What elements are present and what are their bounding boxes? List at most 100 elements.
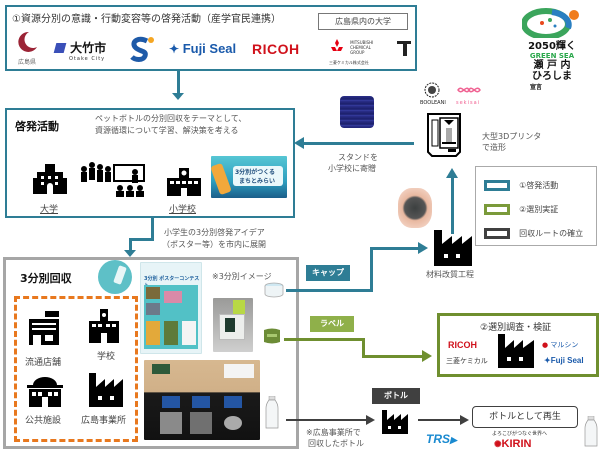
legend-item-collection: 回収ルートの確立 <box>484 223 583 242</box>
booleani-label: BOOLEANI <box>420 100 446 106</box>
store-building-icon <box>29 311 59 345</box>
poster-contest-image: 3分別 ポスターコンテスト <box>140 262 202 354</box>
green-sea-emblem-icon <box>521 8 579 40</box>
arrow-head-right <box>366 415 375 425</box>
label-flow-line-v <box>362 338 365 358</box>
arrow-printer-to-school <box>304 142 414 145</box>
kirin-tagline: よろこびがつなぐ世界へ <box>492 431 548 437</box>
label-tag: ラベル <box>310 316 354 332</box>
university-label-link: 大学 <box>40 205 59 215</box>
university-label: 広島県内の大学 <box>318 13 408 30</box>
sorting-image-note: ※3分別イメージ <box>212 272 272 281</box>
sorting-bin-photo <box>213 298 253 352</box>
cap-tag: キャップ <box>306 265 350 281</box>
trs-logo: TRS▶ <box>426 432 457 446</box>
logo-caption: 広島県 <box>17 59 36 66</box>
booleani-logo-icon <box>424 82 440 98</box>
recycle-as-bottle-box: ボトルとして再生 <box>472 406 578 428</box>
bottle-cap-icon <box>264 282 284 298</box>
arrow-head-down <box>172 93 184 100</box>
site-label-public: 公共施設 <box>25 416 62 426</box>
mitsubishi-diamonds-icon <box>331 39 343 51</box>
marushin-mark-icon: ● <box>542 341 549 349</box>
poster-text-1: 3分別がつくる <box>235 169 276 176</box>
partner-fuji-seal: ✦Fuji Seal <box>544 356 584 365</box>
site-label-school: 学校 <box>97 352 116 362</box>
elementary-school-label: 小学校 <box>169 205 197 215</box>
public-facility-icon <box>27 377 63 407</box>
printer-caption-2: で造形 <box>482 143 506 152</box>
legend-swatch <box>484 204 510 215</box>
logo-fuji-seal: ✦ Fuji Seal <box>169 41 237 56</box>
awareness-title: 啓発活動 <box>15 120 59 133</box>
awareness-desc-2: 資源循環について学習、解決策を考える <box>95 126 239 135</box>
green-sea-logo: 2050輝く GREEN SEA 瀬 戸 内 ひろしま 宣言 <box>521 8 582 91</box>
arrow-top-to-awareness <box>177 69 180 95</box>
classroom-teacher-icon <box>113 164 145 197</box>
sorting-title: ②選別調査・検証 <box>480 323 552 333</box>
3d-printer-icon <box>427 113 461 157</box>
label-flow-line-h <box>284 338 364 341</box>
site-label-store: 流通店舗 <box>25 358 62 368</box>
trs-bottle-icon: ▶ <box>450 435 457 445</box>
kirin-mark-icon: ✺ <box>494 439 502 449</box>
school-icon <box>89 309 119 343</box>
s-mark-icon <box>130 36 154 62</box>
label-flow-line-h2 <box>362 355 424 358</box>
fuji-seal-mark-icon: ✦ <box>169 42 180 56</box>
bottle-note-1: ※広島事業所で <box>306 428 361 437</box>
kirin-logo: ✺KIRIN <box>494 438 532 450</box>
recycled-bottle-icon <box>584 416 598 447</box>
arrow-head-right <box>422 350 432 362</box>
logo-ricoh: RICOH <box>252 41 300 57</box>
arrow-head-right <box>460 415 469 425</box>
bottle-tag: ボトル <box>372 388 420 404</box>
arrow-head-down <box>124 250 136 257</box>
university-building-icon <box>33 164 67 194</box>
stand-text-1: スタンドを <box>338 153 378 162</box>
partner-marushin: ● マルシン <box>542 341 579 349</box>
factory-icon <box>89 373 123 407</box>
stakeholder-title: ①資源分別の意識・行動変容等の啓発活動（産学官民連携） <box>12 14 281 25</box>
legend-swatch <box>484 228 510 239</box>
bottle-flow-line <box>286 419 368 421</box>
site-label-plant: 広島事業所 <box>81 416 127 426</box>
arrow-head-left <box>294 137 304 149</box>
legend-item-awareness: ①啓発活動 <box>484 175 558 194</box>
group-discussion-icon <box>81 162 111 182</box>
logo-s <box>127 35 155 67</box>
partner-mitsubishi: 三菱ケミカル <box>446 357 488 365</box>
bottle-to-recycle-line <box>418 419 462 421</box>
legend-item-sorting: ②選別実証 <box>484 199 558 218</box>
elementary-school-icon <box>167 168 201 196</box>
pet-bottle-icon <box>265 396 279 429</box>
recycled-pellets-image <box>398 188 432 228</box>
bottle-label-icon <box>264 328 280 344</box>
bottle-note-2: 回収したボトル <box>308 439 364 448</box>
material-process-label: 材料改質工程 <box>426 270 474 279</box>
green-sea-line2: GREEN SEA <box>529 52 575 60</box>
recycle-badge-icon <box>98 260 132 294</box>
sekisai-logo-icon <box>457 87 481 93</box>
arrow-head-right <box>418 242 428 254</box>
spread-text-2: （ポスター等）を市内に展開 <box>162 240 266 249</box>
collection-sites-box: 流通店舗 学校 公共施設 広島事業所 <box>14 296 138 442</box>
logo-t <box>397 41 411 56</box>
green-sea-line4: ひろしま <box>532 71 572 82</box>
sekisai-label: sekisai <box>456 100 481 106</box>
logo-mitsubishi-chemical: MITSUBISHI CHEMICAL GROUP 三菱ケミカル株式会社 <box>329 39 374 65</box>
sorting-station-photo <box>144 360 260 440</box>
collection-box: 3分別回収 流通店舗 学校 公共施設 <box>3 257 299 449</box>
green-sea-line3: 瀬 戸 内 <box>533 60 571 71</box>
collection-title: 3分別回収 <box>20 272 72 285</box>
cap-flow-line-h <box>286 289 372 292</box>
poster-text-2: まちとみらい <box>239 178 276 185</box>
green-sea-line1: 2050輝く <box>528 41 576 52</box>
awareness-poster-image: 3分別がつくる まちとみらい <box>210 156 287 198</box>
sorting-verification-box: ②選別調査・検証 RICOH 三菱ケミカル ● マルシン ✦Fuji Seal <box>437 313 599 377</box>
filament-spool-image <box>340 96 374 128</box>
legend: ①啓発活動 ②選別実証 回収ルートの確立 <box>475 166 597 246</box>
logo-hiroshima-pref: 広島県 <box>15 31 39 66</box>
awareness-box: 啓発活動 ペットボトルの分別回収をテーマとして、 資源循環について学習、解決策を… <box>5 108 295 218</box>
cap-flow-line-v <box>370 247 373 292</box>
